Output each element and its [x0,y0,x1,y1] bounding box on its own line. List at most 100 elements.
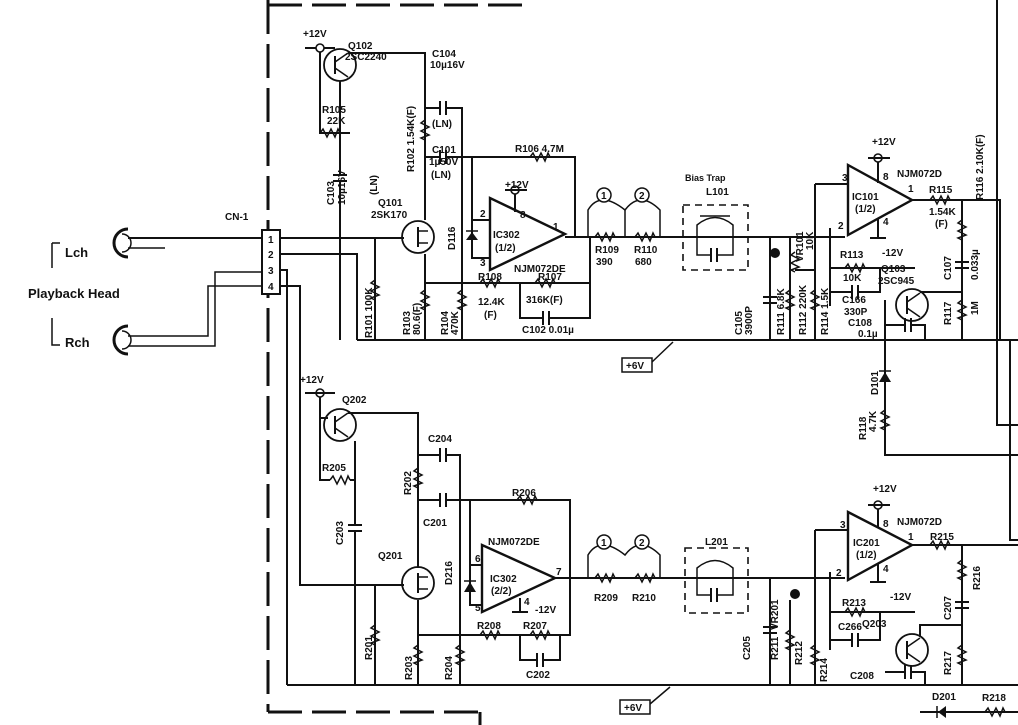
c107-label: C107 [943,256,954,280]
q203-label: Q203 [862,619,887,630]
v6-rail-tag [621,357,653,373]
pin-label: 2 [836,568,842,579]
ic101-half: (1/2) [855,204,876,215]
v6-label: +6V [624,703,642,714]
ic201-half: (1/2) [856,550,877,561]
ic101-label: IC101 [852,192,879,203]
board-outline [266,0,1018,725]
c103-ln: (LN) [369,175,380,195]
ic-part-number: NJM072DE [488,537,540,548]
r201-label: R201 [364,636,375,660]
ic302b-opamp-icon [480,543,558,614]
c203-label: C203 [335,521,346,545]
c107-value: 0.033µ [970,249,981,280]
l201-label: L201 [705,537,728,548]
pin-4: 4 [268,282,274,293]
pin-label: 3 [480,258,486,269]
q203-transistor-icon [895,633,929,667]
rch-label: Rch [65,335,90,350]
pin-label: 1 [908,532,914,543]
r207-label: R207 [523,621,547,632]
q101-label: Q101 [378,198,403,209]
c101-value: 1µ50V [429,157,458,168]
r105-value: 22K [327,116,346,127]
v-12-label: -12V [882,248,903,259]
r202-label: R202 [403,471,414,495]
pin-label: 8 [883,519,889,530]
r216-label: R216 [972,566,983,590]
r209-label: R209 [594,593,618,604]
r206-label: R206 [512,488,536,499]
d216-label: D216 [444,561,455,585]
r103-label: R103 [402,311,413,335]
r102-label: R102 1.54K(F) [406,106,417,172]
pin-label: 6 [475,554,481,565]
q102-label: Q102 [348,41,373,52]
r113-value: 10K [843,273,862,284]
test-point-2b: 2 [639,538,645,549]
c104-value: 10µ16V [430,60,465,71]
bias-trap-label: Bias Trap [685,173,726,183]
c104-ln: (LN) [432,119,452,130]
r115-value: 1.54K [929,207,956,218]
r118-value: 4.7K [868,410,879,432]
test-point-2: 2 [639,191,645,202]
r109-label: R109 [595,245,619,256]
test-point-1: 1 [601,191,607,202]
vr101-label: VR101 [795,231,806,262]
q201-transistor-icon [401,566,435,600]
q103-transistor-icon [895,288,929,322]
pin-label: 4 [883,564,889,575]
c202-label: C202 [526,670,550,681]
r110-label: R110 [634,245,658,256]
ic-part-number: NJM072DE [514,264,566,275]
c105-value: 3900P [744,306,755,335]
lch-jack-icon [112,227,133,259]
pin-label: 3 [840,520,846,531]
ic201-opamp-icon [846,510,915,583]
c103-label: C103 [326,181,337,205]
r115-label: R115 [929,185,953,196]
q103-type: 2SC945 [878,276,915,287]
ic-part-number: NJM072D [897,169,942,180]
r103-value: 80.6(F) [412,303,423,335]
pin-1: 1 [268,235,274,246]
c105-label: C105 [734,311,745,335]
pin-label: 2 [838,221,844,232]
r217-label: R217 [943,651,954,675]
pin-label: 2 [480,209,486,220]
c166-label: C166 [842,295,866,306]
r108-f: (F) [484,310,497,321]
rch-jack-icon [112,324,133,356]
pin-label: 8 [520,210,526,221]
r118-label: R118 [858,416,869,440]
ic302-label: IC302 [493,230,520,241]
pin-label: 4 [883,217,889,228]
c102-label: C102 0.01µ [522,325,574,336]
q102-type: 2SC2240 [345,52,387,63]
r111-label: R111 6.8K [776,288,787,335]
left-channel-circuit: 1 2 [280,43,1018,686]
r104-label: R104 [440,311,451,335]
q103-label: Q103 [881,264,906,275]
v6-label: +6V [626,361,644,372]
ic201-label: IC201 [853,538,880,549]
c108-label: C108 [848,318,872,329]
q201-label: Q201 [378,551,403,562]
connector-label: CN-1 [225,212,249,223]
c108-value: 0.1µ [858,329,878,340]
r214-label: R214 [819,658,830,682]
ic302-opamp-icon [488,196,568,272]
v-12-label: -12V [890,592,911,603]
l101-label: L101 [706,187,729,198]
ic-part-number: NJM072D [897,517,942,528]
r213-label: R213 [842,598,866,609]
r210-label: R210 [632,593,656,604]
r215-label: R215 [930,532,954,543]
pin-label: 8 [883,172,889,183]
lch-label: Lch [65,245,88,260]
r218-label: R218 [982,693,1006,704]
q101-transistor-icon [401,220,435,254]
r212-label: R212 [794,641,805,665]
